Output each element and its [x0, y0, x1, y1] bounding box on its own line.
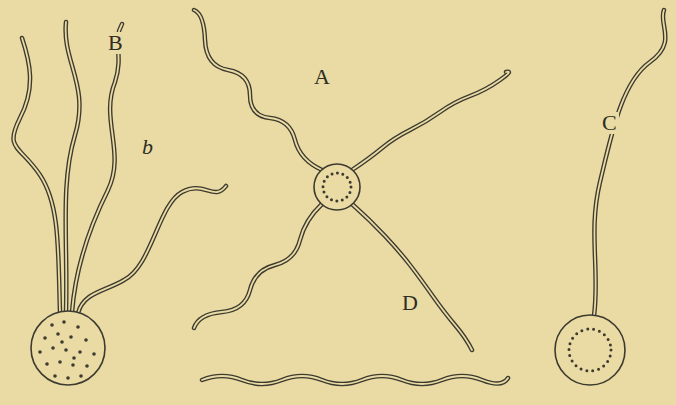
cell-body: [31, 311, 105, 385]
flagellum-outline: [13, 10, 665, 384]
dotted-ring: [323, 173, 351, 201]
dotted-ring: [569, 329, 611, 371]
figure-letter: B: [106, 32, 125, 54]
figure-letter: A: [312, 66, 332, 88]
cell-body: [314, 164, 360, 210]
flagellum-inner: [13, 10, 665, 384]
figure-letter: D: [400, 292, 420, 314]
granules: [38, 320, 96, 380]
cell-body: [555, 315, 625, 385]
figure-letter: C: [600, 112, 619, 134]
figure-letter: b: [140, 136, 155, 158]
